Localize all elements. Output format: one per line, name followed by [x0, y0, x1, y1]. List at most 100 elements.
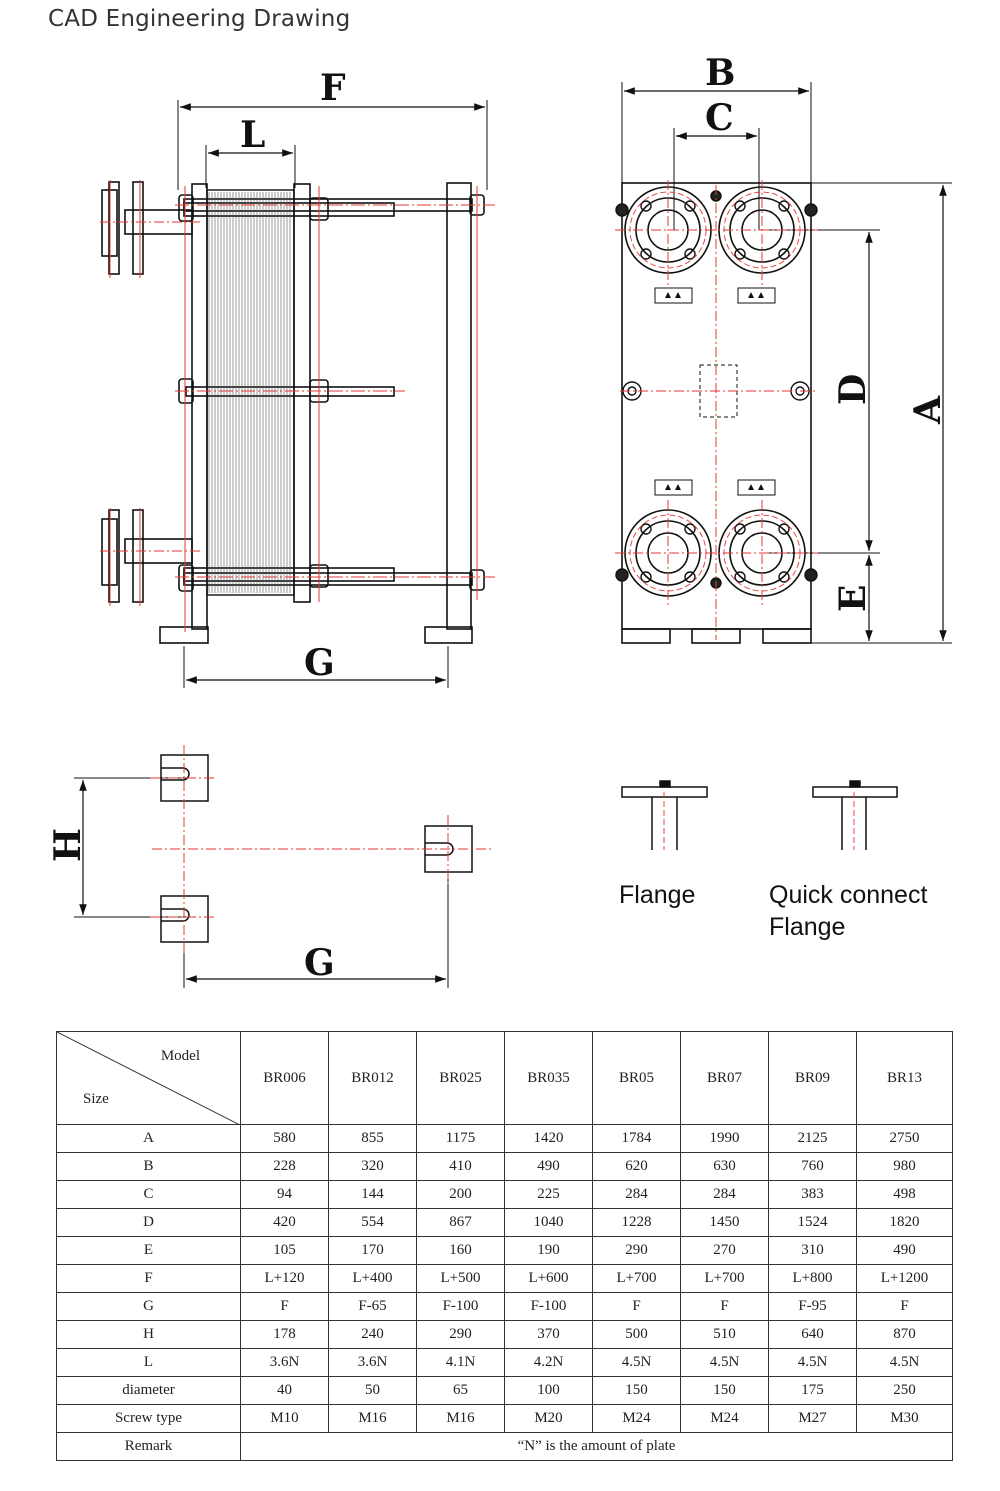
table-cell: 310: [768, 1236, 857, 1265]
table-cell: 1784: [592, 1124, 681, 1153]
table-cell: 228: [240, 1152, 329, 1181]
table-cell: 580: [240, 1124, 329, 1153]
table-cell: 290: [416, 1320, 505, 1349]
table-cell: 144: [328, 1180, 417, 1209]
table-row: Screw type M10 M16 M16 M20 M24 M24 M27 M…: [56, 1404, 953, 1433]
row-label: B: [56, 1152, 241, 1181]
model-header: BR05: [592, 1031, 681, 1125]
table-cell: F-100: [416, 1292, 505, 1321]
engineering-drawing: F L G B C D A E H G: [47, 52, 952, 988]
table-cell: 150: [680, 1376, 769, 1405]
table-cell: 240: [328, 1320, 417, 1349]
plate-pack: [206, 189, 295, 596]
table-row: A 580 855 1175 1420 1784 1990 2125 2750: [56, 1124, 953, 1153]
table-cell: 284: [680, 1180, 769, 1209]
table-cell: 640: [768, 1320, 857, 1349]
table-cell: M27: [768, 1404, 857, 1433]
model-header: BR035: [504, 1031, 593, 1125]
dim-label-g-top: G: [304, 642, 335, 684]
table-row: H 178 240 290 370 500 510 640 870: [56, 1320, 953, 1349]
table-cell: L+700: [592, 1264, 681, 1293]
table-cell: L+700: [680, 1264, 769, 1293]
table-cell: 105: [240, 1236, 329, 1265]
dim-label-e: E: [832, 585, 874, 612]
table-cell: 870: [856, 1320, 953, 1349]
table-cell: 320: [328, 1152, 417, 1181]
table-cell: 4.2N: [504, 1348, 593, 1377]
table-cell: F: [856, 1292, 953, 1321]
model-header: BR13: [856, 1031, 953, 1125]
table-cell: 3.6N: [328, 1348, 417, 1377]
row-label: A: [56, 1124, 241, 1153]
table-cell: M16: [416, 1404, 505, 1433]
dim-label-h: H: [47, 828, 89, 862]
table-cell: 2125: [768, 1124, 857, 1153]
table-cell: 370: [504, 1320, 593, 1349]
quick-connect-caption-line2: Flange: [769, 913, 846, 941]
spec-table: Model Size BR006 BR012 BR025 BR035 BR05 …: [56, 1031, 953, 1461]
table-cell: 855: [328, 1124, 417, 1153]
table-row: L 3.6N 3.6N 4.1N 4.2N 4.5N 4.5N 4.5N 4.5…: [56, 1348, 953, 1377]
table-cell: 94: [240, 1180, 329, 1209]
flange-caption: Flange: [619, 881, 696, 909]
table-cell: 4.5N: [592, 1348, 681, 1377]
table-cell: M20: [504, 1404, 593, 1433]
side-centerlines: [100, 180, 495, 632]
table-cell: 178: [240, 1320, 329, 1349]
dim-label-a: A: [907, 395, 949, 425]
table-cell: 1175: [416, 1124, 505, 1153]
corner-diagonal: [57, 1032, 240, 1125]
table-cell: 510: [680, 1320, 769, 1349]
table-row: C 94 144 200 225 284 284 383 498: [56, 1180, 953, 1209]
row-label: C: [56, 1180, 241, 1209]
flange-icon: [621, 780, 708, 850]
table-cell: 490: [504, 1152, 593, 1181]
table-cell: 1450: [680, 1208, 769, 1237]
table-cell: 250: [856, 1376, 953, 1405]
table-cell: M16: [328, 1404, 417, 1433]
table-cell: 630: [680, 1152, 769, 1181]
table-cell: L+400: [328, 1264, 417, 1293]
table-cell: 554: [328, 1208, 417, 1237]
corner-model-label: Model: [160, 1048, 200, 1064]
remark-text: “N” is the amount of plate: [240, 1432, 953, 1461]
table-cell: L+600: [504, 1264, 593, 1293]
table-cell: 498: [856, 1180, 953, 1209]
table-row: B 228 320 410 490 620 630 760 980: [56, 1152, 953, 1181]
table-cell: F-65: [328, 1292, 417, 1321]
table-cell: F: [592, 1292, 681, 1321]
table-cell: 620: [592, 1152, 681, 1181]
front-red-circles: [629, 191, 801, 592]
table-cell: M24: [680, 1404, 769, 1433]
table-cell: M10: [240, 1404, 329, 1433]
table-cell: 284: [592, 1180, 681, 1209]
table-cell: F: [680, 1292, 769, 1321]
table-cell: 4.5N: [768, 1348, 857, 1377]
front-centerlines: [615, 180, 818, 640]
table-cell: 3.6N: [240, 1348, 329, 1377]
row-label: E: [56, 1236, 241, 1265]
model-header: BR006: [240, 1031, 329, 1125]
table-cell: 200: [416, 1180, 505, 1209]
dim-label-g-bottom: G: [304, 942, 335, 984]
table-cell: 1820: [856, 1208, 953, 1237]
dim-label-f: F: [320, 67, 346, 109]
foundation-plan: [74, 754, 473, 988]
row-label: G: [56, 1292, 241, 1321]
table-cell: 4.1N: [416, 1348, 505, 1377]
table-row: D 420 554 867 1040 1228 1450 1524 1820: [56, 1208, 953, 1237]
g-dimension-top: [183, 646, 449, 688]
page-title: CAD Engineering Drawing: [48, 6, 351, 32]
table-cell: 270: [680, 1236, 769, 1265]
table-cell: 40: [240, 1376, 329, 1405]
table-row: E 105 170 160 190 290 270 310 490: [56, 1236, 953, 1265]
table-cell: F-95: [768, 1292, 857, 1321]
row-label: H: [56, 1320, 241, 1349]
table-cell: L+1200: [856, 1264, 953, 1293]
front-view: [615, 82, 952, 644]
row-label: D: [56, 1208, 241, 1237]
table-cell: 4.5N: [856, 1348, 953, 1377]
row-label: diameter: [56, 1376, 241, 1405]
table-cell: 490: [856, 1236, 953, 1265]
table-row: G F F-65 F-100 F-100 F F F-95 F: [56, 1292, 953, 1321]
